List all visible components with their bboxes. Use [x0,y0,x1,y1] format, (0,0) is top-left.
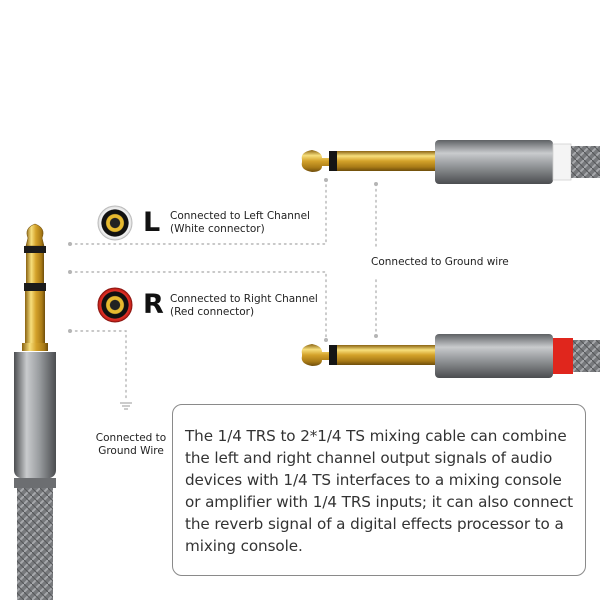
ground-wire-label-right: Connected to Ground wire [371,256,509,268]
trs-plug [14,223,56,600]
left-channel-line1: Connected to Left Channel [170,210,310,222]
left-channel-text: Connected to Left Channel (White connect… [170,210,310,236]
ts-plug-white [301,140,600,184]
right-channel-line2: (Red connector) [170,306,255,318]
ground-icon [120,402,132,410]
red-jack-icon [97,287,133,323]
description-text: The 1/4 TRS to 2*1/4 TS mixing cable can… [185,427,573,555]
leader-lines [69,179,377,401]
right-channel-text: Connected to Right Channel (Red connecto… [170,293,318,319]
left-channel-letter: L [143,207,161,238]
ts-plug-red [301,334,600,378]
ground-left-line1: Connected to [95,432,167,444]
left-channel-line2: (White connector) [170,223,265,235]
ground-wire-label-left: Connected to Ground Wire [93,432,169,458]
ground-left-line2: Ground Wire [98,445,164,457]
white-jack-icon [97,205,133,241]
description-box: The 1/4 TRS to 2*1/4 TS mixing cable can… [172,404,586,576]
right-channel-line1: Connected to Right Channel [170,293,318,305]
right-channel-letter: R [143,289,164,320]
